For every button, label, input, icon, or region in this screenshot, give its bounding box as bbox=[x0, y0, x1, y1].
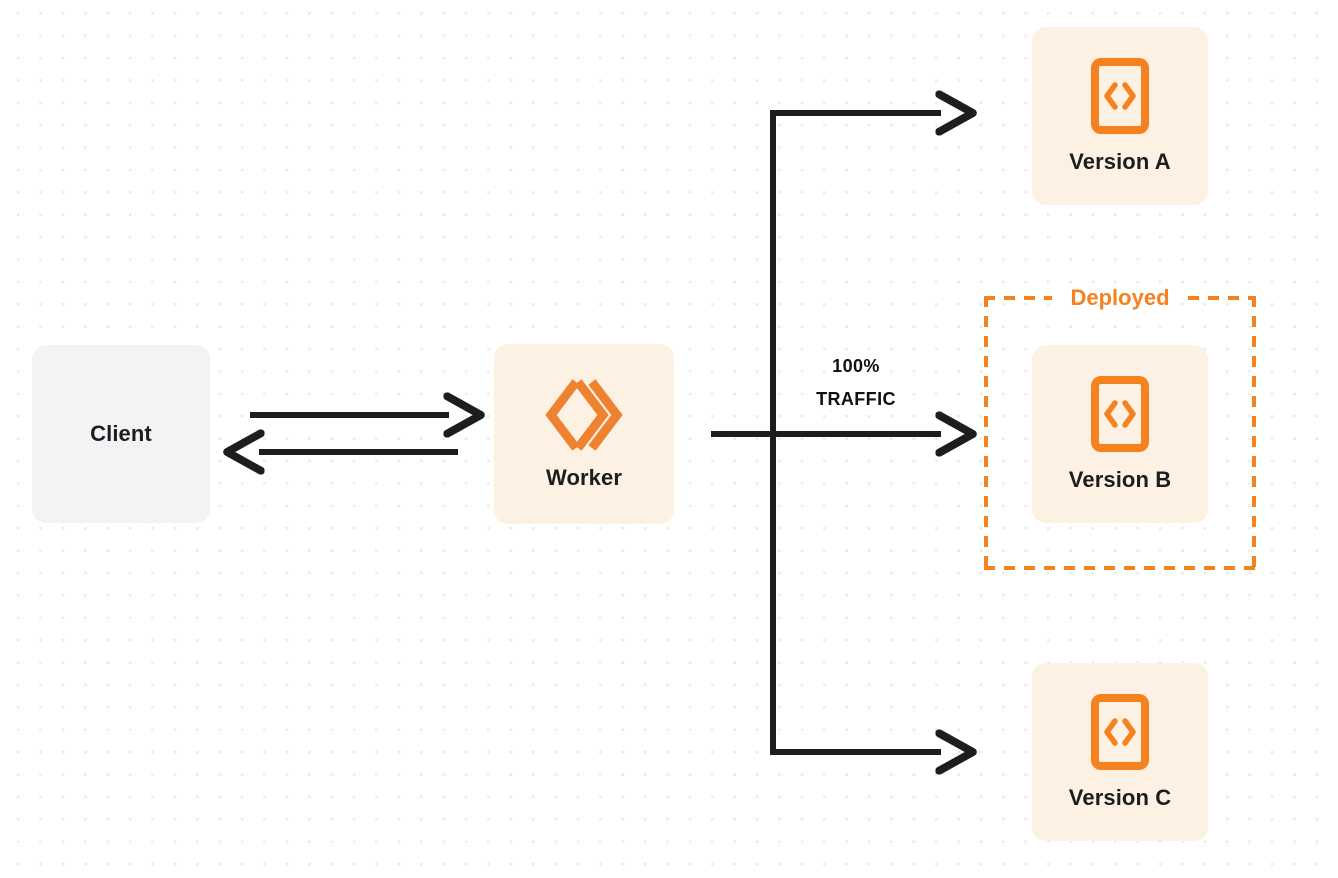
frame-edge-top-right bbox=[1188, 296, 1256, 300]
node-version-c-label: Version C bbox=[1068, 785, 1172, 810]
node-client[interactable]: Client bbox=[32, 345, 210, 523]
node-worker-label: Worker bbox=[546, 465, 622, 490]
traffic-percent: 100% bbox=[832, 356, 880, 376]
node-version-a-label: Version A bbox=[1069, 149, 1171, 174]
node-version-b-label: Version B bbox=[1068, 467, 1172, 492]
cloudflare-workers-logo-icon bbox=[544, 377, 624, 453]
node-version-b[interactable]: Version B bbox=[1032, 345, 1208, 523]
frame-edge-bottom bbox=[984, 566, 1256, 570]
traffic-caption: TRAFFIC bbox=[816, 389, 896, 409]
deployed-badge-label: Deployed bbox=[1060, 285, 1180, 311]
frame-edge-top-left bbox=[984, 296, 1052, 300]
node-version-c[interactable]: Version C bbox=[1032, 663, 1208, 841]
traffic-label: 100% TRAFFIC bbox=[790, 350, 922, 416]
code-document-icon bbox=[1090, 375, 1150, 453]
code-document-icon bbox=[1090, 693, 1150, 771]
node-client-label: Client bbox=[90, 421, 152, 446]
frame-edge-left bbox=[984, 296, 988, 570]
code-document-icon bbox=[1090, 57, 1150, 135]
node-worker[interactable]: Worker bbox=[494, 344, 674, 524]
frame-edge-right bbox=[1252, 296, 1256, 570]
node-version-a[interactable]: Version A bbox=[1032, 27, 1208, 205]
